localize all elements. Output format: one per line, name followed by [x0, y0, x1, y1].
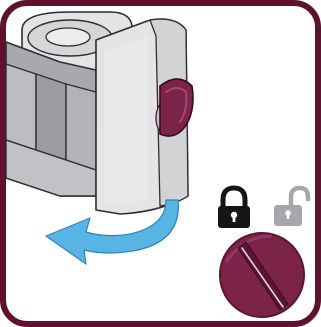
rotary-lock-dial-icon — [220, 233, 304, 317]
